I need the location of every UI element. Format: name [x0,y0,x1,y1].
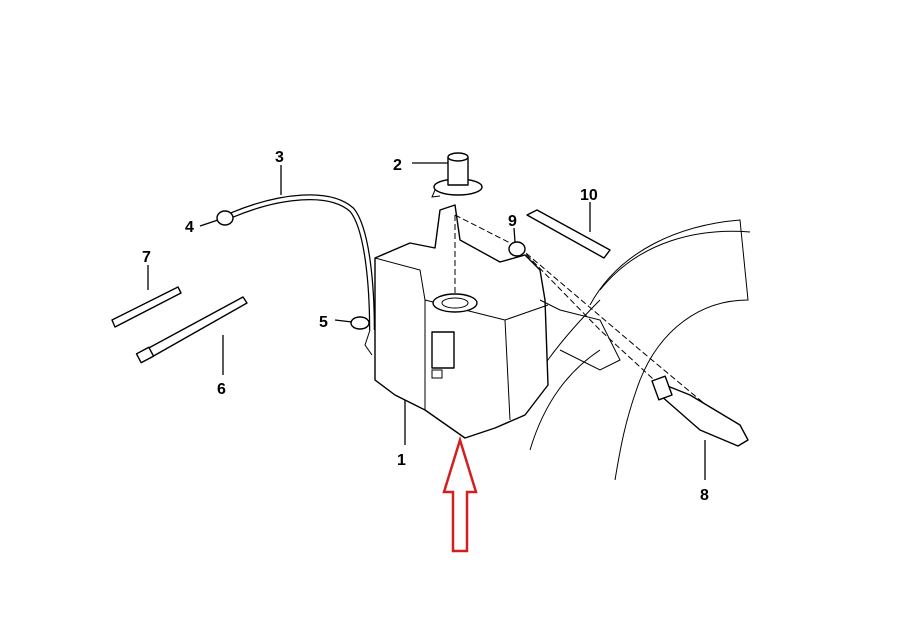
hose-clamp-small [350,316,370,330]
hose-clamp [216,210,234,226]
foam-pad [526,209,611,259]
callout-1: 1 [397,452,406,469]
tank-cap [431,152,483,198]
callout-4: 4 [185,219,194,236]
body-panel [519,219,751,481]
nut [508,241,526,257]
strap [111,286,182,328]
callout-2: 2 [393,157,402,174]
callout-10: 10 [580,187,598,204]
cable-tie [135,296,248,364]
callout-3: 3 [275,149,284,166]
callout-8: 8 [700,487,709,504]
callout-7: 7 [142,249,151,266]
leader-lines [147,162,706,480]
callout-6: 6 [217,381,226,398]
callout-5: 5 [319,314,328,331]
highlight-arrow [442,435,478,553]
bracket [651,375,749,447]
washer-fluid-tank [364,204,621,439]
hose [230,194,375,331]
callout-9: 9 [508,213,517,230]
